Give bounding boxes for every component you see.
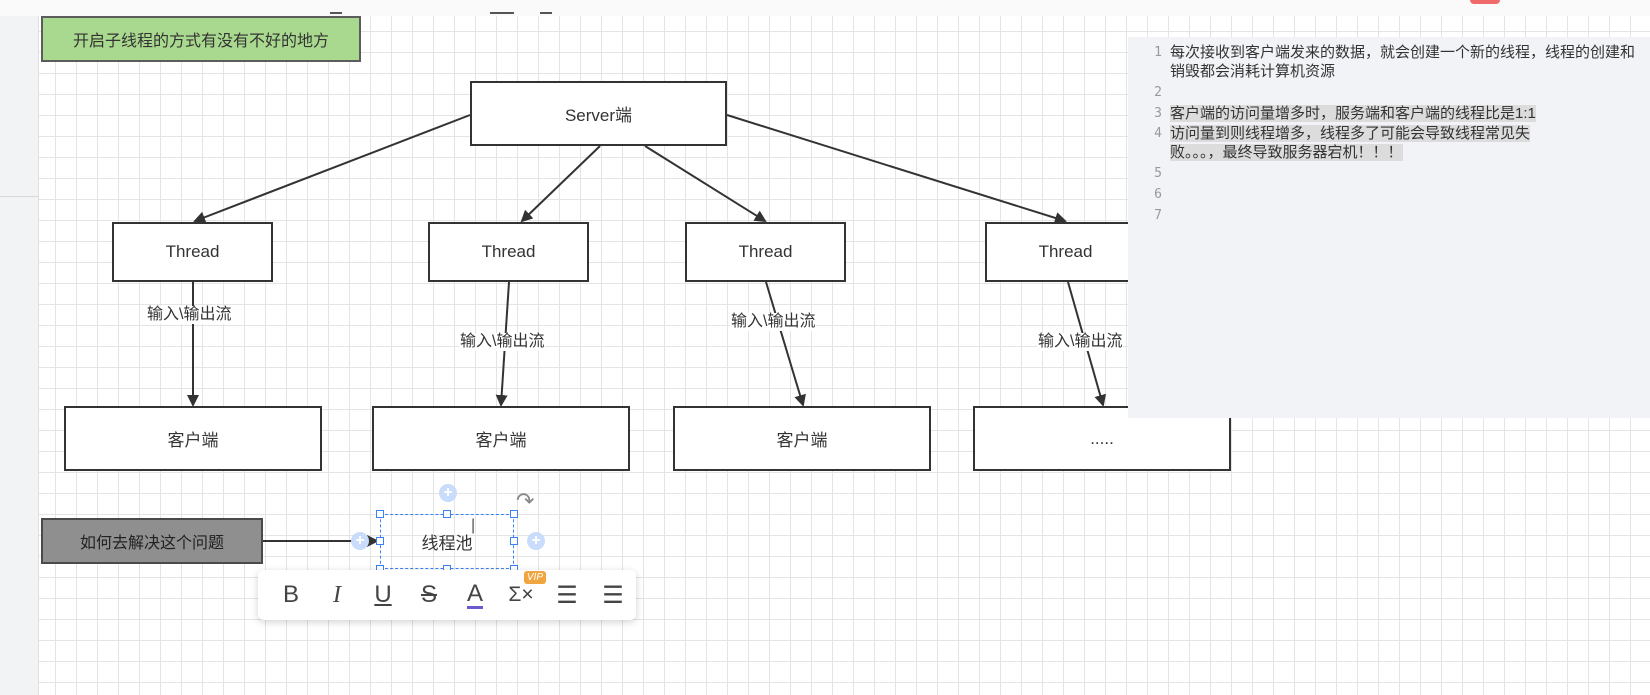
top-bar-mark: [540, 12, 552, 14]
add-node-left-icon[interactable]: +: [351, 532, 369, 550]
resize-handle[interactable]: [376, 537, 384, 545]
thread-pool-node[interactable]: 线程池: [421, 534, 473, 553]
client-node[interactable]: 客户端: [64, 406, 322, 471]
underline-icon: U: [374, 581, 392, 608]
italic-button[interactable]: I: [314, 575, 360, 615]
server-node[interactable]: Server端: [470, 81, 727, 146]
io-stream-label: 输入\输出流: [730, 313, 817, 331]
text-caret: |: [471, 517, 476, 534]
line-text: 客户端的访问量增多时，服务端和客户端的线程比是1:1: [1170, 105, 1536, 122]
thread-node[interactable]: Thread: [985, 222, 1146, 282]
resize-handle[interactable]: [510, 537, 518, 545]
line-text: 访问量到则线程增多，线程多了可能会导致线程常见失败。。。，最终导致服务器宕机！！…: [1170, 125, 1531, 161]
vip-badge: VIP: [523, 571, 546, 584]
line-number: 3: [1154, 106, 1162, 121]
sidebar-divider: [0, 196, 38, 197]
thread-node[interactable]: Thread: [428, 222, 589, 282]
resize-handle[interactable]: [443, 510, 451, 518]
question-box[interactable]: 开启子线程的方式有没有不好的地方: [41, 16, 361, 62]
font-color-icon: A: [466, 579, 483, 609]
thread-node[interactable]: Thread: [112, 222, 273, 282]
io-stream-label: 输入\输出流: [459, 333, 546, 351]
italic-icon: I: [333, 581, 341, 608]
formula-icon: Σ×: [508, 583, 534, 606]
bullet-list-icon: ☰: [556, 581, 578, 609]
left-sidebar: [0, 16, 39, 695]
solve-box[interactable]: 如何去解决这个问题: [41, 518, 263, 564]
add-node-up-icon[interactable]: +: [439, 484, 457, 502]
io-stream-label: 输入\输出流: [1037, 333, 1124, 351]
top-bar-button[interactable]: [1470, 0, 1500, 4]
strikethrough-icon: S: [420, 581, 437, 608]
client-node[interactable]: 客户端: [673, 406, 931, 471]
bold-button[interactable]: B: [268, 575, 314, 615]
numbered-list-button[interactable]: ☰: [590, 575, 636, 615]
top-bar-mark: [490, 12, 514, 14]
formula-button[interactable]: Σ×VIP: [498, 571, 546, 615]
resize-handle[interactable]: [376, 510, 384, 518]
add-node-right-icon[interactable]: +: [527, 532, 545, 550]
top-bar-mark: [330, 12, 342, 14]
line-number: 6: [1154, 187, 1162, 202]
top-bar: [0, 0, 1650, 17]
rotate-icon[interactable]: ↷: [516, 488, 535, 513]
line-number: 2: [1154, 85, 1162, 100]
io-stream-label: 输入\输出流: [146, 306, 233, 324]
font-color-button[interactable]: A: [452, 575, 498, 615]
client-node[interactable]: 客户端: [372, 406, 630, 471]
resize-handle[interactable]: [510, 510, 518, 518]
thread-node[interactable]: Thread: [685, 222, 846, 282]
notes-editor[interactable]: 1 每次接收到客户端发来的数据，就会创建一个新的线程，线程的创建和销毁都会消耗计…: [1128, 37, 1650, 418]
line-number: 1: [1154, 45, 1162, 60]
strikethrough-button[interactable]: S: [406, 575, 452, 615]
client-node-more[interactable]: .....: [973, 406, 1231, 471]
line-number: 4: [1154, 126, 1162, 141]
bullet-list-button[interactable]: ☰: [544, 575, 590, 615]
bold-icon: B: [282, 581, 299, 608]
line-number: 5: [1154, 166, 1162, 181]
underline-button[interactable]: U: [360, 575, 406, 615]
line-text: 每次接收到客户端发来的数据，就会创建一个新的线程，线程的创建和销毁都会消耗计算机…: [1170, 44, 1636, 80]
format-toolbar: B I U S A Σ×VIP ☰ ☰: [258, 570, 636, 620]
line-number: 7: [1154, 208, 1162, 223]
numbered-list-icon: ☰: [602, 581, 624, 609]
